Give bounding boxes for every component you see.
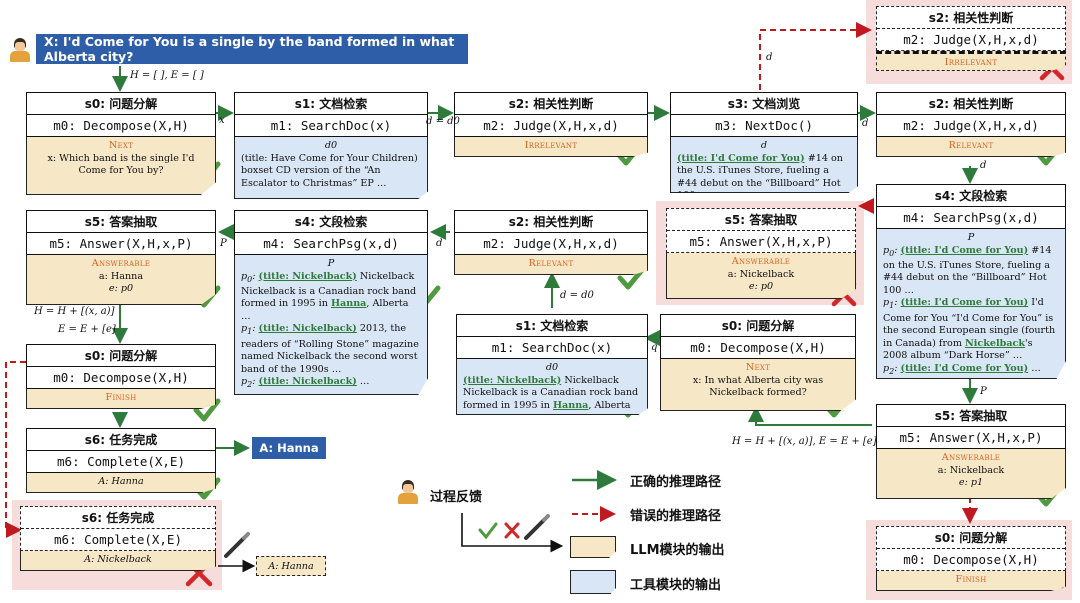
edge-label-d-right: d <box>862 118 869 129</box>
edge-label-e-update-left: E = E + [e] <box>58 324 116 335</box>
answer-box: A: Hanna <box>252 437 326 459</box>
legend-correct-path: 正确的推理路径 <box>630 475 722 490</box>
pen-icon <box>524 514 550 540</box>
legend-tool-output: 工具模块的输出 <box>630 578 722 593</box>
question-box: X: I'd Come for You is a single by the b… <box>36 34 468 64</box>
user-icon <box>8 38 32 62</box>
edge-label-d-top: d <box>766 52 773 63</box>
edge-label-q: q <box>651 342 658 353</box>
edge-label-x: x <box>219 115 225 126</box>
edge-label-update-right: H = H + [(x, a)], E = E + [e] <box>732 436 877 447</box>
edge-label-d-eq-d0-b: d = d0 <box>560 290 594 301</box>
legend-llm-swatch <box>570 536 616 558</box>
edge-label-h-update-left: H = H + [(x, a)] <box>34 306 115 317</box>
feedback-user-icon <box>396 480 420 504</box>
init-label: H = [ ], E = [ ] <box>130 70 204 81</box>
legend-feedback: 过程反馈 <box>430 490 483 505</box>
edge-label-P-right: P <box>980 386 987 397</box>
legend-tool-swatch <box>570 570 616 594</box>
legend-llm-output: LLM模块的输出 <box>630 543 725 558</box>
edge-label-P-left: P <box>220 238 227 249</box>
edge-label-d-down: d <box>980 160 987 171</box>
edge-label-d-mid: d <box>436 238 443 249</box>
edge-label-d-eq-d0: d = d0 <box>426 116 460 127</box>
legend-wrong-path: 错误的推理路径 <box>630 509 722 524</box>
corrected-answer: A: Hanna <box>256 556 326 576</box>
